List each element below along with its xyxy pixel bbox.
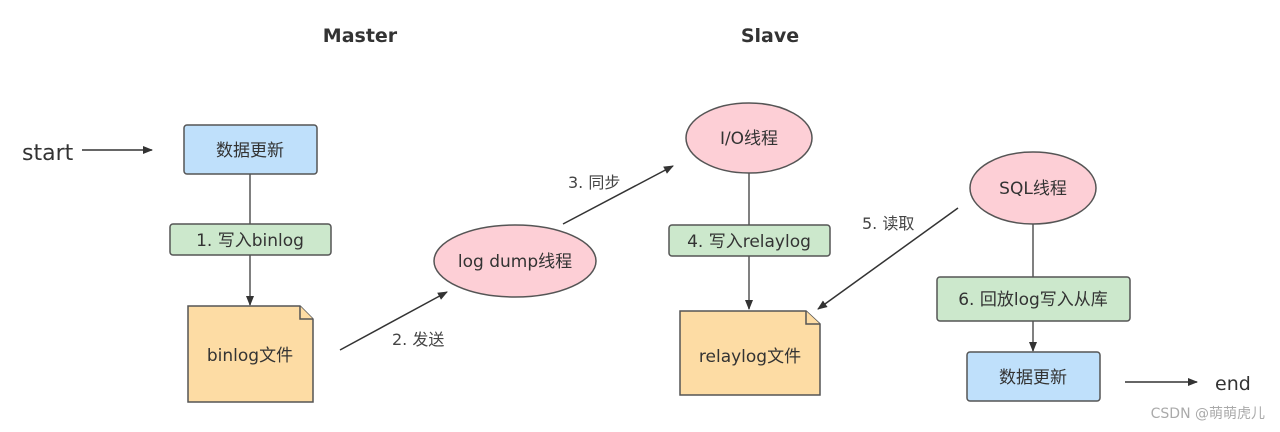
step4-write-relaylog-node: 4. 写入relaylog (668, 224, 831, 257)
binlog-file-label: binlog文件 (207, 346, 293, 366)
io-thread-label: I/O线程 (720, 129, 778, 149)
step2-label: 2. 发送 (392, 330, 444, 349)
master-data-update-label: 数据更新 (216, 141, 284, 161)
step1-label: 1. 写入binlog (196, 231, 304, 251)
step5-label: 5. 读取 (862, 214, 914, 233)
sql-thread-node: SQL线程 (969, 151, 1097, 225)
log-dump-thread-label: log dump线程 (458, 252, 572, 272)
log-dump-thread-node: log dump线程 (433, 224, 597, 298)
slave-heading: Slave (741, 25, 799, 47)
end-label: end (1215, 373, 1251, 395)
send-arrow (339, 291, 448, 351)
io-thread-node: I/O线程 (685, 102, 813, 174)
relaylog-file-node: relaylog文件 (679, 310, 821, 396)
slave-data-update-label: 数据更新 (999, 368, 1067, 388)
watermark: CSDN @萌萌虎儿 (1151, 406, 1265, 422)
step4-label: 4. 写入relaylog (687, 232, 811, 252)
start-label: start (22, 141, 74, 166)
master-heading: Master (323, 25, 398, 47)
slave-data-update-node: 数据更新 (966, 351, 1101, 402)
step6-label: 6. 回放log写入从库 (958, 290, 1108, 310)
read-arrow (817, 207, 959, 310)
sync-arrow (562, 165, 674, 225)
sql-thread-label: SQL线程 (999, 179, 1067, 199)
step1-write-binlog-node: 1. 写入binlog (169, 223, 332, 256)
relaylog-file-label: relaylog文件 (699, 347, 801, 367)
master-data-update-node: 数据更新 (183, 124, 318, 175)
step6-replay-log-node: 6. 回放log写入从库 (936, 276, 1131, 322)
binlog-file-node: binlog文件 (187, 305, 314, 403)
step3-label: 3. 同步 (568, 173, 620, 192)
